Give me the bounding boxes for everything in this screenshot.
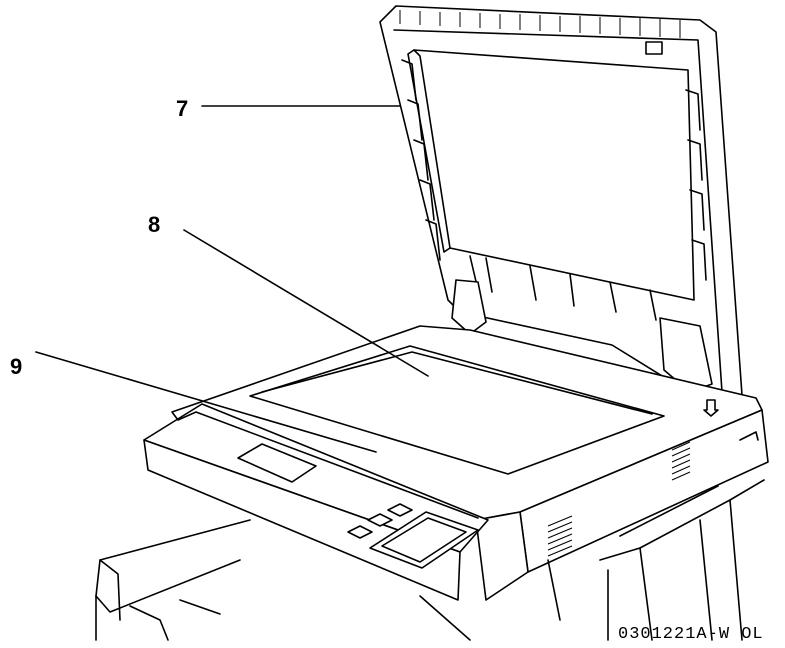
panel-button [367, 513, 393, 527]
callout-leaders [35, 105, 429, 453]
document-cover-lid [379, 5, 743, 411]
callout-8: 8 [148, 212, 160, 237]
lower-machine [95, 479, 765, 641]
panel-button [387, 503, 413, 517]
scanner-body [171, 325, 769, 601]
callout-7: 7 [176, 96, 188, 121]
control-panel [143, 403, 489, 601]
leader-line-8 [183, 229, 429, 377]
callout-9: 9 [10, 354, 22, 379]
panel-button [347, 525, 373, 539]
figure-code: 0301221A-W OL [618, 625, 764, 644]
display-window [237, 443, 317, 483]
document-glass [249, 345, 665, 475]
leader-line-9 [35, 351, 377, 453]
